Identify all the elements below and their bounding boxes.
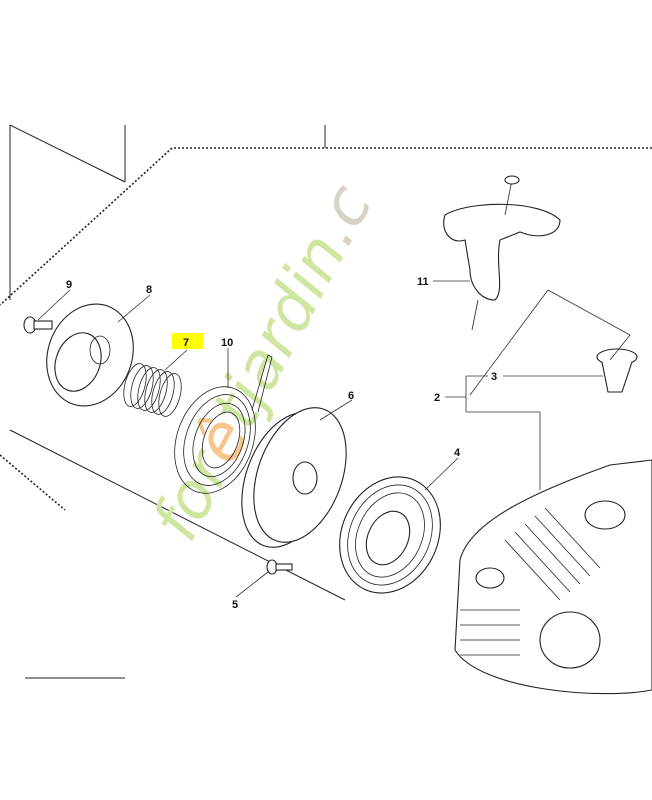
label-2: 2 (434, 392, 440, 404)
dotted-border (0, 147, 652, 511)
engine-cover (454, 459, 652, 695)
label-9: 9 (66, 279, 72, 291)
part-9-screw (23, 316, 53, 334)
label-4: 4 (454, 447, 461, 459)
label-5: 5 (232, 599, 238, 611)
frame-lines (9, 124, 346, 679)
highlight-label-7 (172, 333, 203, 349)
label-6: 6 (348, 390, 354, 402)
part-10-recoil-spring (174, 354, 273, 494)
label-7: 7 (183, 337, 189, 349)
part-3-grommet (596, 348, 638, 393)
part-6-pulley (241, 407, 347, 548)
part-5-screw (266, 559, 293, 575)
label-3: 3 (491, 371, 497, 383)
part-4-starter-housing (339, 476, 441, 594)
label-8: 8 (146, 284, 152, 296)
part-11-handle (443, 175, 561, 331)
part-8-cover (46, 303, 134, 407)
part-7-spring (123, 363, 182, 417)
label-11: 11 (417, 276, 429, 288)
label-10: 10 (221, 337, 233, 349)
leader-lines (37, 280, 631, 598)
